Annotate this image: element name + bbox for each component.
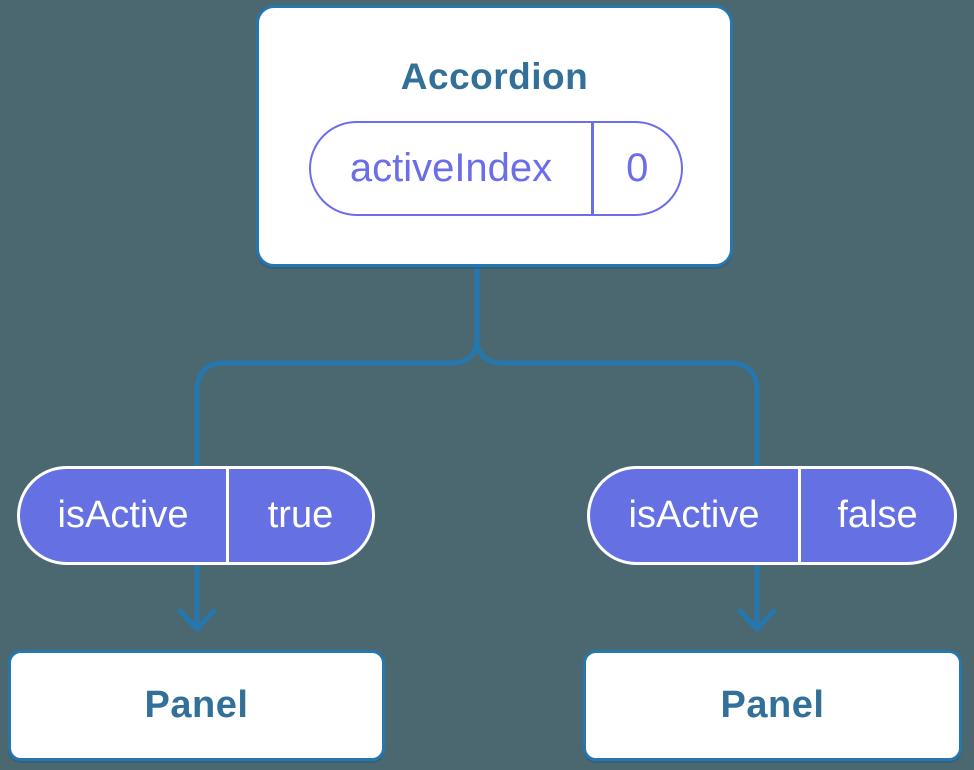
prop-name-label: isActive bbox=[628, 494, 760, 536]
prop-value-label: true bbox=[267, 494, 334, 536]
panel-node-left: Panel bbox=[8, 650, 385, 761]
prop-value-label: false bbox=[837, 494, 918, 536]
pill-divider bbox=[226, 469, 229, 562]
prop-name-label: isActive bbox=[57, 494, 189, 536]
panel-node-title: Panel bbox=[720, 684, 825, 726]
isactive-prop-pill-right: isActive false bbox=[587, 466, 957, 565]
edge-accordion-to-left-panel bbox=[194, 265, 480, 629]
arrowhead-down-right-icon bbox=[737, 608, 777, 632]
accordion-node: Accordion activeIndex 0 bbox=[256, 5, 733, 267]
pill-divider bbox=[591, 123, 594, 214]
activeindex-prop-pill: activeIndex 0 bbox=[309, 121, 683, 216]
pill-divider bbox=[798, 469, 801, 562]
arrowhead-down-left-icon bbox=[177, 608, 217, 632]
prop-value-label: 0 bbox=[626, 146, 649, 190]
edge-accordion-to-right-panel bbox=[474, 265, 760, 629]
panel-node-right: Panel bbox=[583, 650, 962, 761]
panel-node-title: Panel bbox=[144, 684, 249, 726]
prop-name-label: activeIndex bbox=[349, 146, 553, 190]
accordion-node-title: Accordion bbox=[400, 56, 589, 97]
isactive-prop-pill-left: isActive true bbox=[17, 466, 375, 565]
